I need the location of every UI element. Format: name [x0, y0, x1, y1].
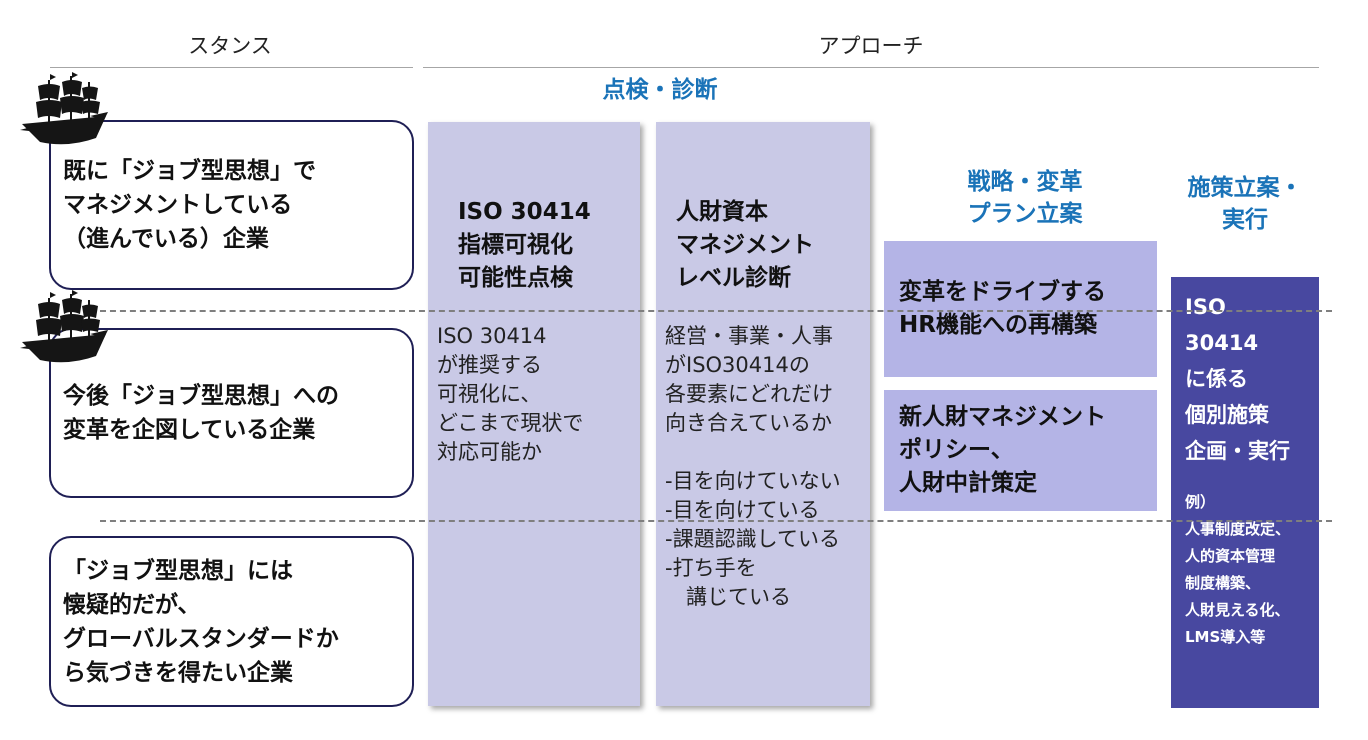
phase-inspection-label: 点検・診断 — [602, 77, 718, 103]
stance-transforming-text: 今後「ジョブ型思想」への 変革を企図している企業 — [63, 383, 339, 443]
approach-header-rule — [423, 67, 1319, 68]
pirate-ship-icon — [20, 72, 108, 145]
strategy-box-new-policy-text: 新人財マネジメント ポリシー、 人財中計策定 — [899, 404, 1106, 496]
iso-visibility-body: ISO 30414 が推奨する 可視化に、 どこまで現状で 対応可能か — [437, 324, 584, 464]
approach-header: アプローチ — [818, 34, 924, 58]
execution-box: ISO 30414 に係る 個別施策 企画・実行 例） 人事制度改定、 人的資本… — [1171, 277, 1319, 708]
row-separator-1 — [100, 310, 1332, 312]
strategy-box-hr-rebuild-text: 変革をドライブする HR機能への再構築 — [899, 279, 1106, 338]
stance-transforming: 今後「ジョブ型思想」への 変革を企図している企業 — [49, 328, 414, 498]
pirate-ship-icon — [20, 290, 108, 363]
strategy-box-new-policy: 新人財マネジメント ポリシー、 人財中計策定 — [884, 390, 1157, 511]
iso-visibility-title: ISO 30414 指標可視化 可能性点検 — [458, 199, 591, 291]
phase-execution-label: 施策立案・ 実行 — [1187, 175, 1303, 233]
hr-capital-diagnosis-column — [656, 122, 870, 706]
stance-header-rule — [50, 67, 413, 68]
hr-capital-diagnosis-title: 人財資本 マネジメント レベル診断 — [676, 199, 814, 291]
stance-skeptical: 「ジョブ型思想」には 懐疑的だが、 グローバルスタンダードか ら気づきを得たい企… — [49, 536, 414, 707]
phase-strategy-label: 戦略・変革 プラン立案 — [967, 169, 1083, 227]
row-separator-2 — [100, 520, 1332, 522]
strategy-box-hr-rebuild: 変革をドライブする HR機能への再構築 — [884, 241, 1157, 377]
stance-advanced-text: 既に「ジョブ型思想」で マネジメントしている （進んでいる）企業 — [63, 158, 316, 252]
stance-advanced: 既に「ジョブ型思想」で マネジメントしている （進んでいる）企業 — [49, 120, 414, 290]
stance-skeptical-text: 「ジョブ型思想」には 懐疑的だが、 グローバルスタンダードか ら気づきを得たい企… — [63, 557, 339, 686]
execution-box-example: 例） 人事制度改定、 人的資本管理 制度構築、 人財見える化、 LMS導入等 — [1185, 493, 1291, 646]
hr-capital-diagnosis-body: 経営・事業・人事 がISO30414の 各要素にどれだけ 向き合えているか -目… — [665, 324, 841, 609]
execution-box-title: ISO 30414 に係る 個別施策 企画・実行 — [1185, 295, 1290, 463]
stance-header: スタンス — [188, 34, 272, 58]
iso-visibility-column — [428, 122, 640, 706]
